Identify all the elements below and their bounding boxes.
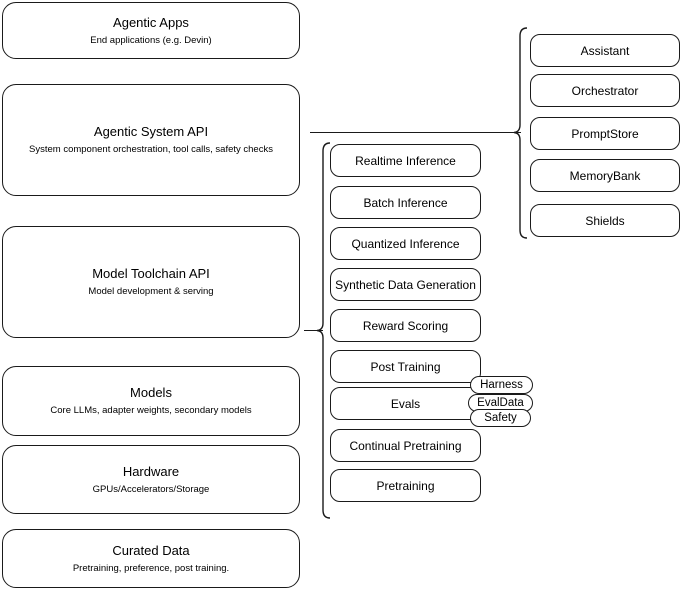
capability-label: Post Training: [370, 359, 441, 374]
eval-badge-label: EvalData: [477, 397, 524, 409]
capability-box-pretraining[interactable]: Pretraining: [330, 469, 481, 502]
eval-badge-label: Harness: [480, 379, 523, 391]
capability-box-batch-inference[interactable]: Batch Inference: [330, 186, 481, 219]
connector-toolchain-api-to-capabilities: [304, 330, 323, 331]
layer-subtitle: End applications (e.g. Devin): [90, 34, 212, 46]
capability-box-realtime-inference[interactable]: Realtime Inference: [330, 144, 481, 177]
capability-label: Synthetic Data Generation: [335, 277, 476, 292]
capability-box-reward-scoring[interactable]: Reward Scoring: [330, 309, 481, 342]
layer-subtitle: GPUs/Accelerators/Storage: [92, 483, 210, 495]
layer-box-hardware[interactable]: Hardware GPUs/Accelerators/Storage: [2, 445, 300, 514]
connector-system-api-to-components: [310, 132, 521, 133]
capability-label: Reward Scoring: [362, 318, 449, 333]
capability-label: Quantized Inference: [351, 236, 460, 251]
layer-box-model-toolchain-api[interactable]: Model Toolchain API Model development & …: [2, 226, 300, 338]
capability-box-quantized-inference[interactable]: Quantized Inference: [330, 227, 481, 260]
layer-title: Models: [130, 385, 172, 400]
capability-label: Continual Pretraining: [349, 438, 462, 453]
capability-box-post-training[interactable]: Post Training: [330, 350, 481, 383]
layer-title: Agentic System API: [93, 124, 209, 139]
component-label: Orchestrator: [571, 83, 639, 98]
brace-system-components: [513, 27, 528, 239]
eval-badge-harness[interactable]: Harness: [470, 376, 533, 394]
component-box-shields[interactable]: Shields: [530, 204, 680, 237]
capability-label: Pretraining: [376, 478, 435, 493]
capability-label: Realtime Inference: [355, 153, 456, 168]
layer-box-models[interactable]: Models Core LLMs, adapter weights, secon…: [2, 366, 300, 436]
eval-badge-label: Safety: [484, 412, 517, 424]
component-label: Assistant: [580, 43, 630, 58]
capability-label: Evals: [390, 396, 421, 411]
component-box-assistant[interactable]: Assistant: [530, 34, 680, 67]
capability-box-synthetic-data-generation[interactable]: Synthetic Data Generation: [330, 268, 481, 301]
layer-title: Model Toolchain API: [92, 266, 210, 281]
layer-box-curated-data[interactable]: Curated Data Pretraining, preference, po…: [2, 529, 300, 588]
layer-box-agentic-apps[interactable]: Agentic Apps End applications (e.g. Devi…: [2, 2, 300, 59]
layer-subtitle: Model development & serving: [88, 286, 214, 297]
layer-title: Agentic Apps: [113, 14, 189, 30]
capability-box-evals[interactable]: Evals: [330, 387, 481, 420]
layer-subtitle: Core LLMs, adapter weights, secondary mo…: [50, 405, 252, 416]
component-label: PromptStore: [571, 126, 639, 141]
layer-subtitle: Pretraining, preference, post training.: [72, 562, 230, 574]
layer-title: Curated Data: [112, 542, 190, 558]
layer-box-agentic-system-api[interactable]: Agentic System API System component orch…: [2, 84, 300, 196]
component-box-orchestrator[interactable]: Orchestrator: [530, 74, 680, 107]
eval-badge-safety[interactable]: Safety: [470, 409, 531, 427]
component-label: Shields: [585, 213, 625, 228]
layer-subtitle: System component orchestration, tool cal…: [29, 144, 273, 155]
capability-label: Batch Inference: [363, 195, 448, 210]
capability-box-continual-pretraining[interactable]: Continual Pretraining: [330, 429, 481, 462]
component-label: MemoryBank: [569, 168, 641, 183]
component-box-promptstore[interactable]: PromptStore: [530, 117, 680, 150]
layer-title: Hardware: [122, 463, 180, 479]
component-box-memorybank[interactable]: MemoryBank: [530, 159, 680, 192]
